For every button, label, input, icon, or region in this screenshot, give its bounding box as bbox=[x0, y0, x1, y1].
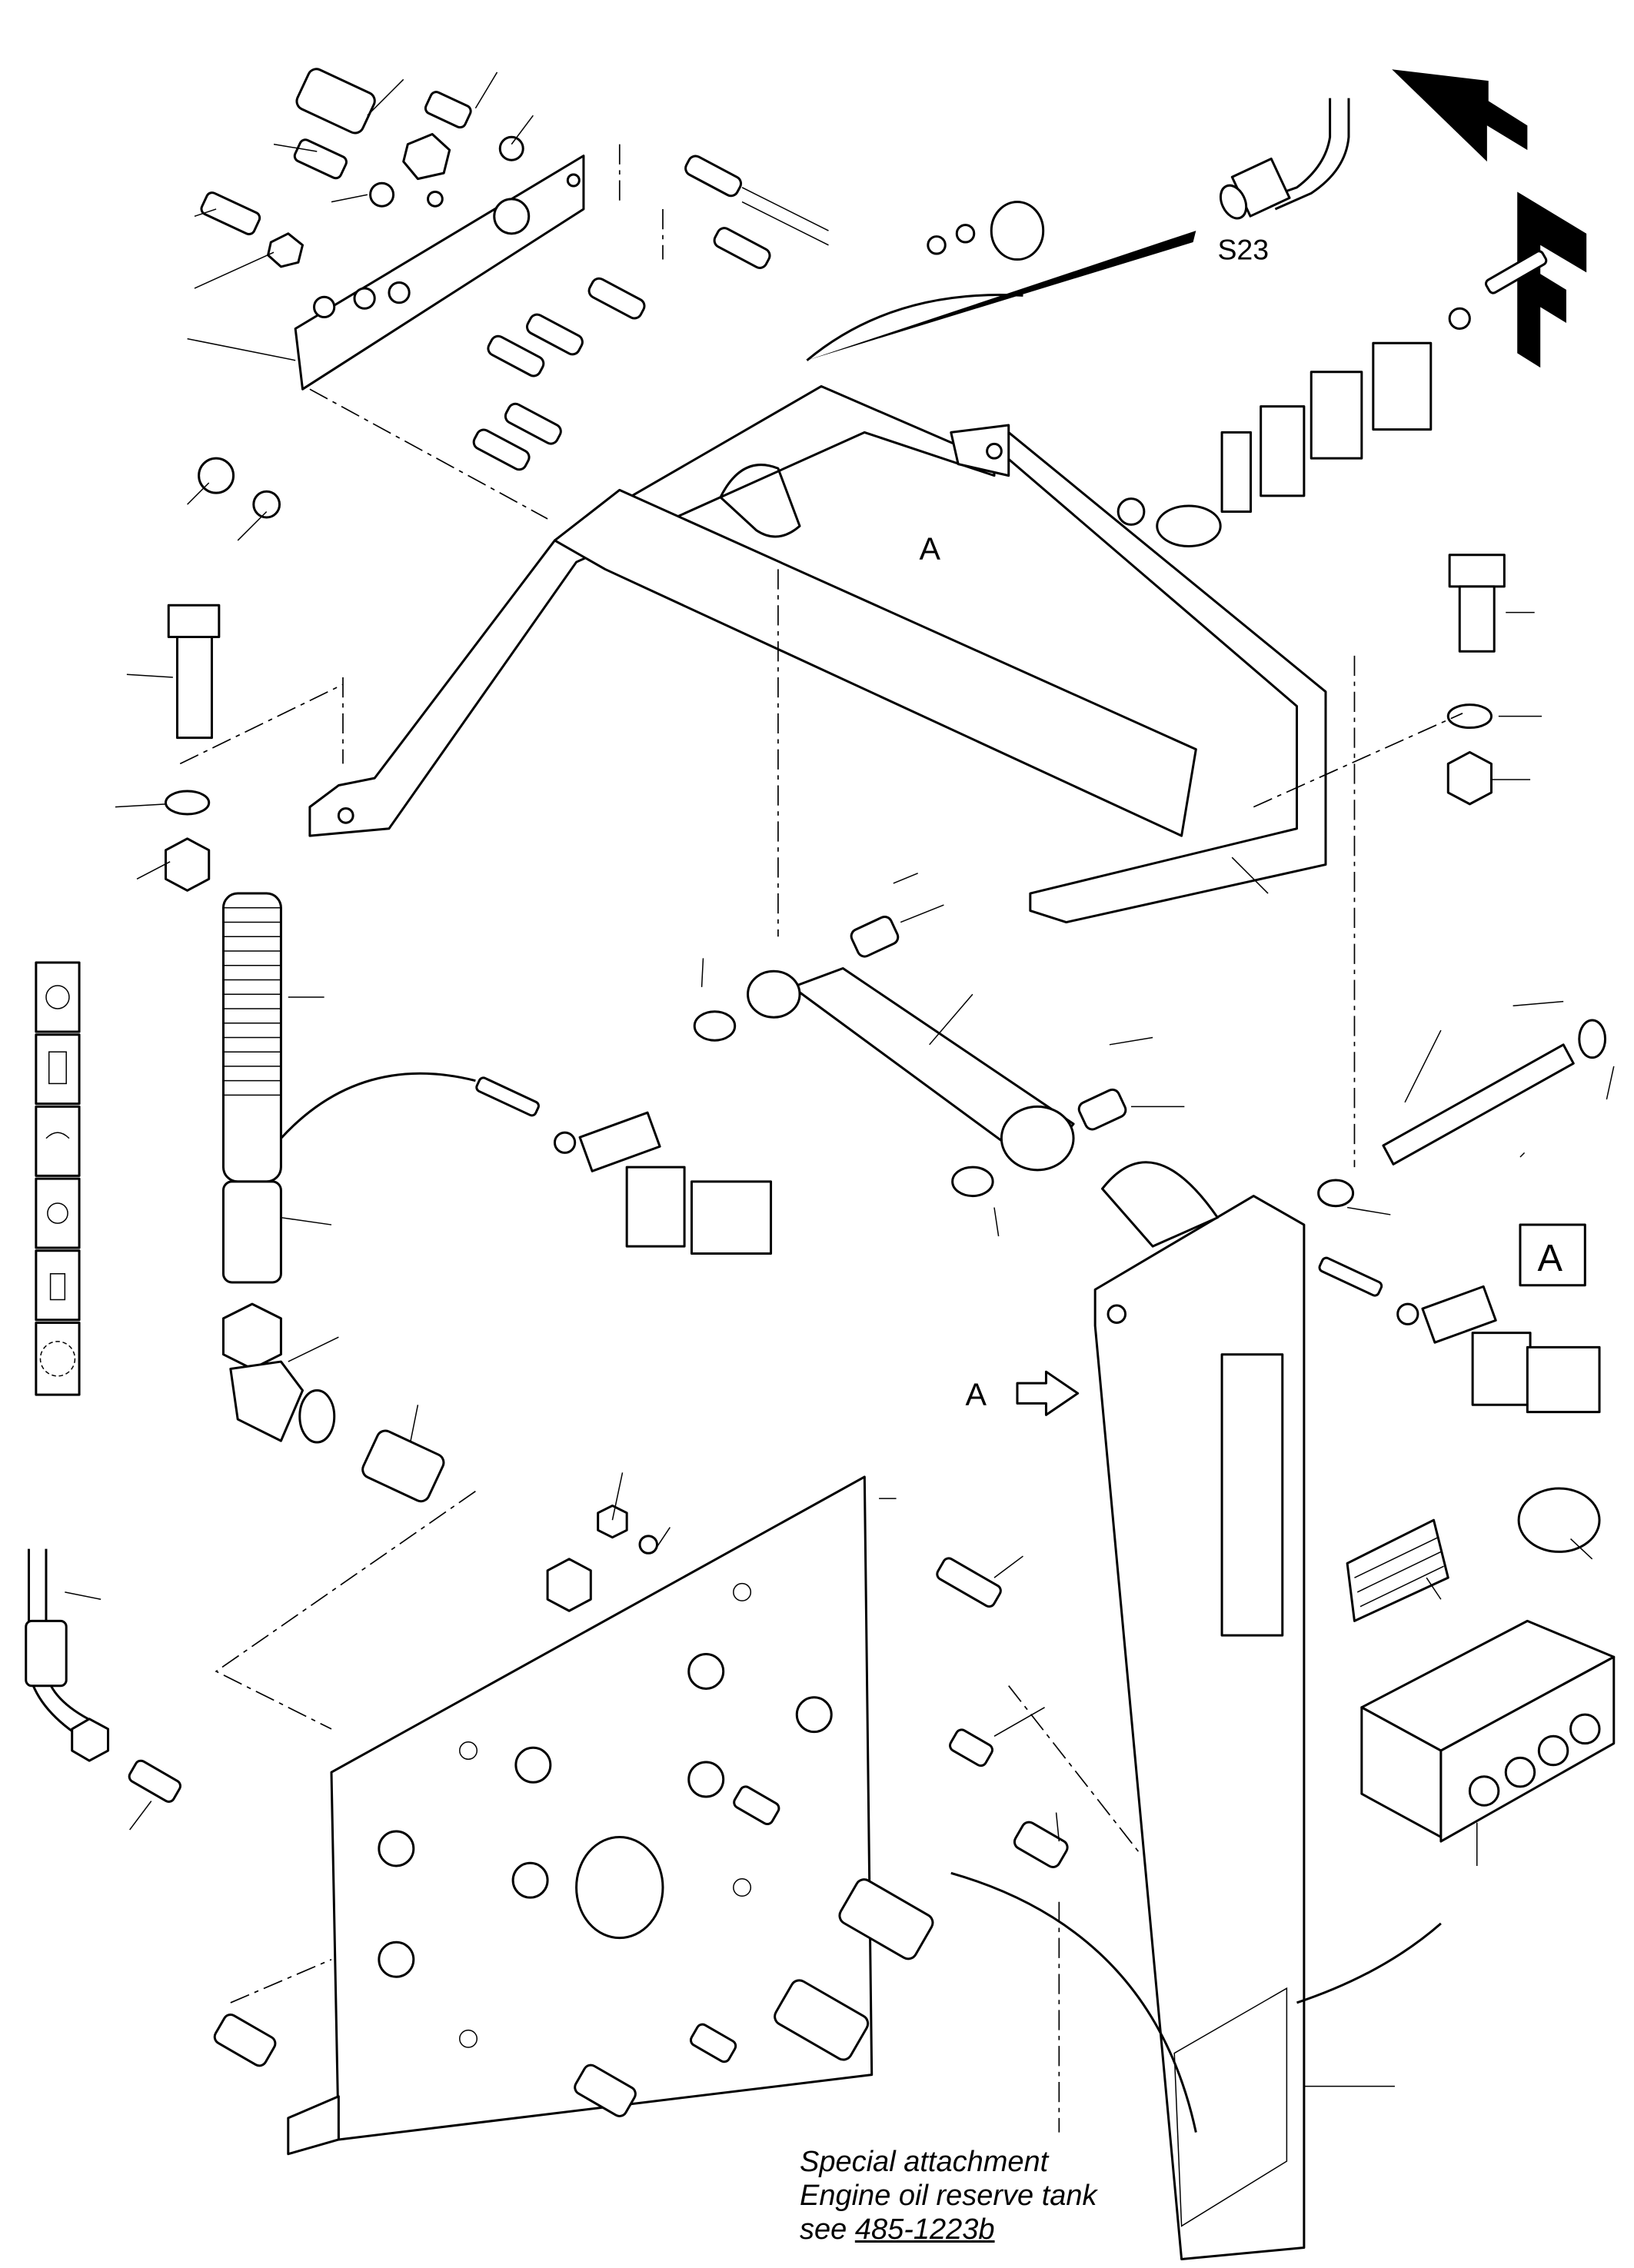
tank-level-icon bbox=[35, 1033, 81, 1106]
hose-clamp-top bbox=[927, 201, 1045, 261]
alignment-lines bbox=[179, 144, 1463, 2133]
bolt-stack-right bbox=[1446, 554, 1506, 806]
view-marker-a-top: A bbox=[920, 530, 941, 566]
sensor-s23 bbox=[806, 98, 1350, 361]
label-plate bbox=[1346, 1518, 1449, 1622]
slot-icon bbox=[35, 1249, 81, 1322]
view-marker-a-side: A bbox=[966, 1376, 987, 1412]
pivot-pin bbox=[1317, 1019, 1607, 1208]
connection-curve bbox=[950, 1871, 1197, 2133]
note-line-2: Engine oil reserve tank bbox=[800, 2180, 1097, 2212]
leader-lines bbox=[65, 71, 1615, 2087]
heater-icon bbox=[35, 1105, 81, 1177]
special-attachment-note: Special attachment Engine oil reserve ta… bbox=[800, 2145, 1097, 2246]
note-see-prefix: see bbox=[800, 2213, 847, 2246]
cable-tie bbox=[1517, 1487, 1601, 1553]
hydraulic-cylinder bbox=[693, 915, 1127, 1198]
hose-fittings bbox=[472, 155, 829, 471]
quick-couplings bbox=[213, 1504, 1069, 2117]
clamp-assembly-left bbox=[475, 1076, 773, 1255]
reference-link[interactable]: 485-1223b bbox=[854, 2213, 995, 2246]
clamp-assembly-a bbox=[1318, 1256, 1601, 1414]
hydraulic-hose bbox=[221, 892, 476, 1503]
clamp-assembly-right bbox=[1117, 250, 1548, 547]
hose-bottom-left bbox=[25, 1548, 181, 1803]
note-line-3: see 485-1223b bbox=[800, 2213, 1097, 2246]
view-box bbox=[1519, 1223, 1586, 1287]
mounting-frame bbox=[308, 384, 1327, 924]
oil-drop-icon bbox=[35, 961, 81, 1033]
symbol-icons bbox=[35, 961, 81, 1396]
oil-drop-icon bbox=[35, 1177, 81, 1249]
bolt-stack-left bbox=[164, 604, 221, 892]
gear-icon bbox=[35, 1321, 81, 1396]
connector-panel-bottom bbox=[287, 1475, 874, 2156]
connector-plate-top bbox=[294, 155, 585, 391]
control-box bbox=[1360, 1619, 1616, 1843]
lift-arm bbox=[1093, 1161, 1306, 2261]
sensor-label: S23 bbox=[1217, 234, 1269, 266]
view-arrow-icon bbox=[1016, 1370, 1080, 1416]
connection-curve bbox=[1296, 1922, 1442, 2004]
note-line-1: Special attachment bbox=[800, 2146, 1049, 2178]
view-box-label: A bbox=[1537, 1238, 1562, 1279]
direction-arrow-icon bbox=[1392, 69, 1587, 368]
